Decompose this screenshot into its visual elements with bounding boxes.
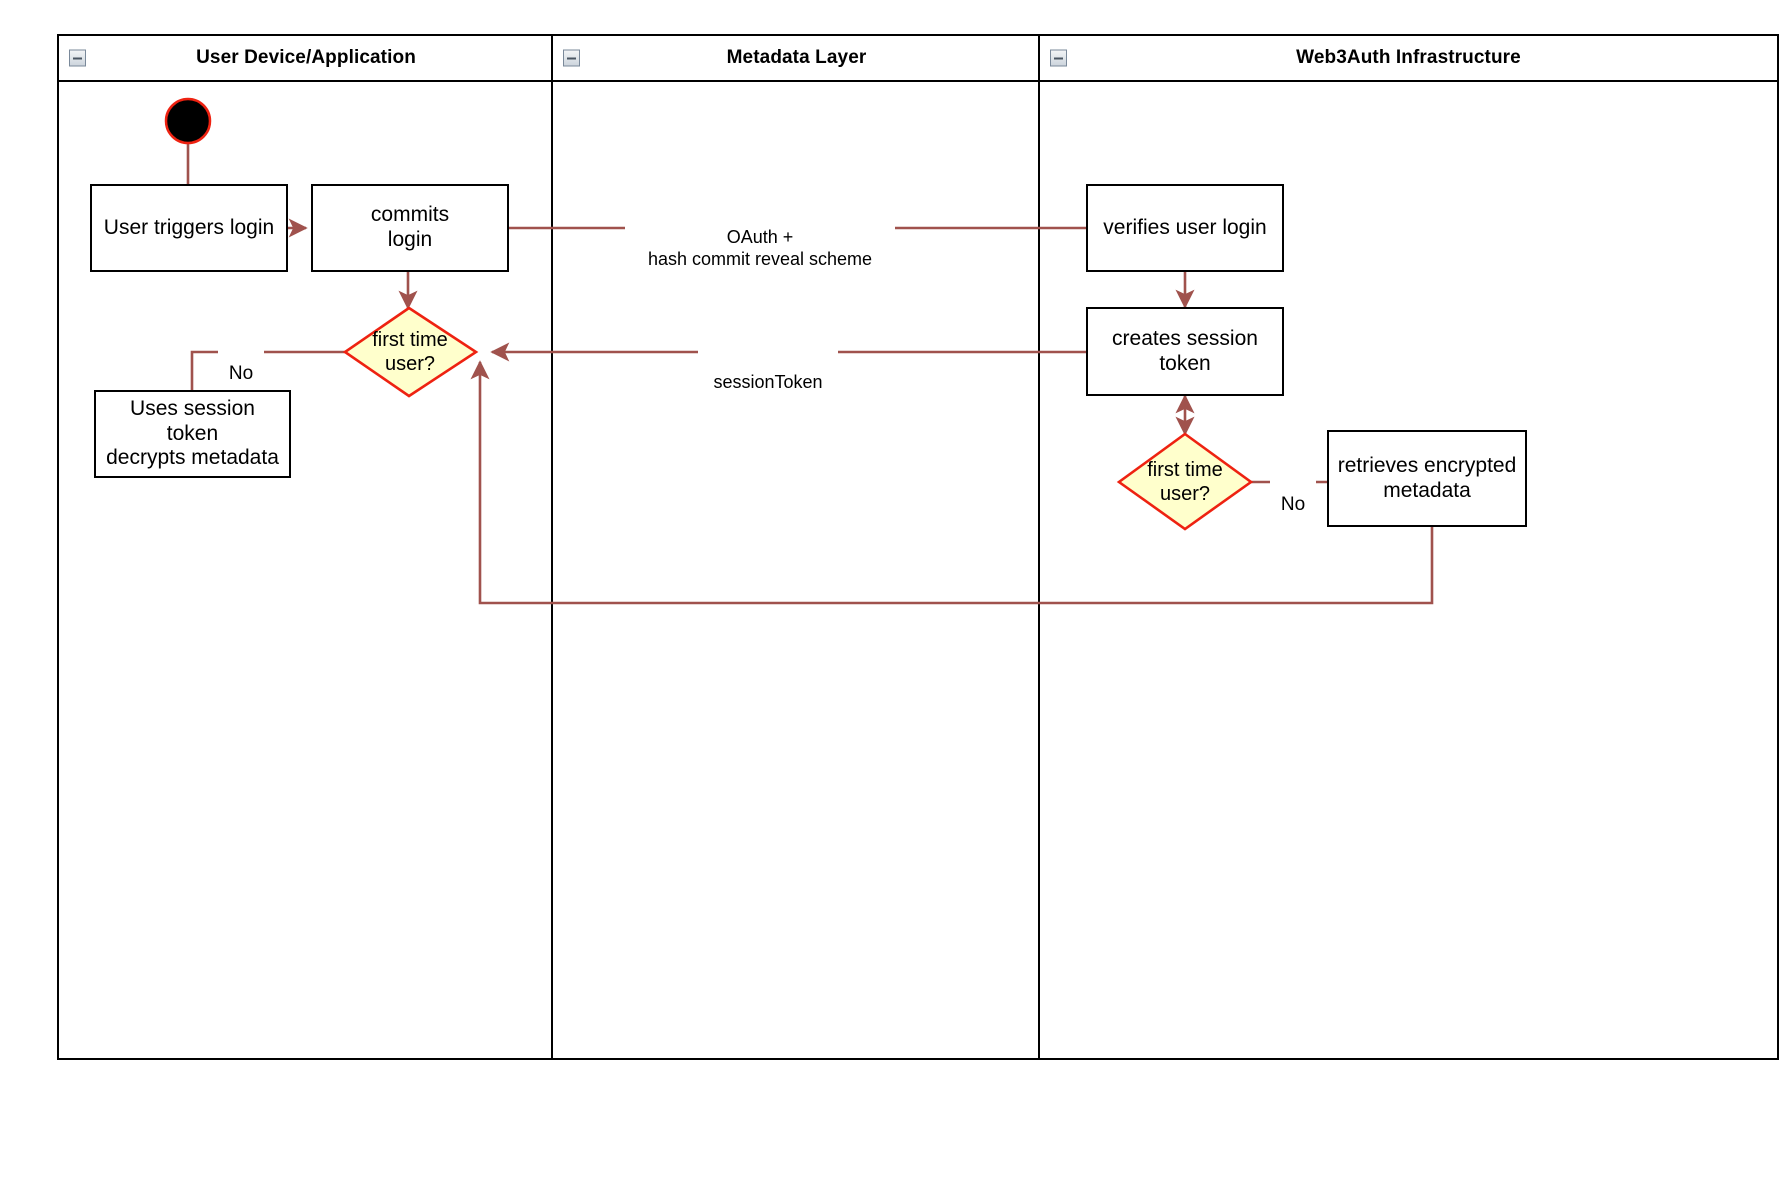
edge-label-text: No [1280,493,1306,515]
lane-title-web3auth: Web3Auth Infrastructure [1296,47,1521,68]
node-retrieves-encrypted-metadata[interactable]: retrieves encrypted metadata [1327,430,1527,527]
lane-title-user-device: User Device/Application [196,47,416,68]
collapse-minus-icon[interactable] [1050,49,1067,67]
node-verifies-user-login[interactable]: verifies user login [1086,184,1284,272]
node-uses-session-token[interactable]: Uses session token decrypts metadata [94,390,291,478]
edge-label-session-token: sessionToken [698,348,838,393]
edge-label-text: OAuth + hash commit reveal scheme [647,226,873,270]
node-label: User triggers login [103,215,275,239]
edge-label-text: sessionToken [713,371,823,392]
decision-label-first-time-user-left: first time user? [345,320,475,384]
lane-title-metadata: Metadata Layer [726,47,867,68]
lane-divider-1 [551,36,553,1058]
node-commits-login[interactable]: commits login [311,184,509,272]
node-label: verifies user login [1103,215,1267,239]
node-user-triggers-login[interactable]: User triggers login [90,184,288,272]
collapse-minus-icon[interactable] [563,49,580,67]
edge-label-oauth: OAuth + hash commit reveal scheme [625,203,895,271]
edge-retrieves-back-to-decision-left [470,360,1434,605]
node-label: retrieves encrypted metadata [1337,453,1517,502]
collapse-minus-icon[interactable] [69,49,86,67]
edge-label-no-right: No [1270,469,1316,517]
lane-header-user-device[interactable]: User Device/Application [59,36,553,82]
edge-decision-left-no-to-uses-session [190,350,345,390]
decision-first-time-user-left [342,306,479,398]
node-creates-session-token[interactable]: creates session token [1086,307,1284,396]
decision-first-time-user-right [1116,432,1254,531]
decision-label: first time user? [372,329,448,375]
start-node [164,97,212,145]
node-label: Uses session token decrypts metadata [106,396,279,470]
node-label: commits login [370,203,450,251]
decision-label: first time user? [1147,459,1223,505]
lane-header-web3auth[interactable]: Web3Auth Infrastructure [1040,36,1777,82]
node-label: creates session token [1112,326,1258,375]
edge-label-text: No [228,362,254,384]
edge-label-no-left: No [218,338,264,386]
lane-header-metadata[interactable]: Metadata Layer [553,36,1040,82]
lane-divider-2 [1038,36,1040,1058]
decision-label-first-time-user-right: first time user? [1120,450,1250,514]
